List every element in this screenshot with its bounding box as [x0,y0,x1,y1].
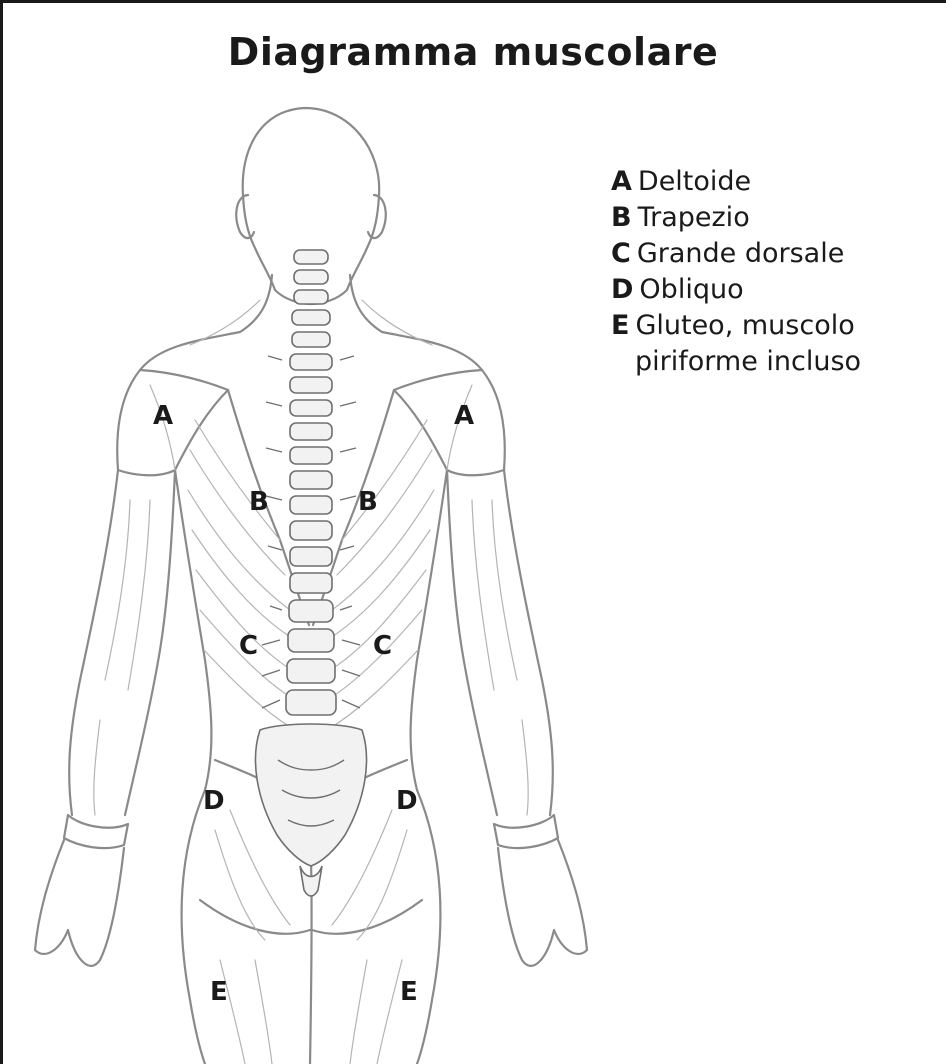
vertebra [290,521,332,540]
legend-label-continuation: piriforme incluso [611,344,941,380]
vertebra [290,354,332,370]
vertebra [290,573,332,593]
sacrum [255,724,366,866]
legend-item-trapezio: BTrapezio [611,200,941,236]
vertebra [290,547,332,566]
vertebra [290,423,332,440]
vertebra [286,690,336,715]
legend-item-gluteo: EGluteo, muscolo piriforme incluso [611,308,941,380]
legend-key: E [611,310,629,341]
marker-d-right: D [396,786,418,816]
shoulder-right [382,332,505,470]
left-arm-outer [69,470,118,815]
legend: ADeltoide BTrapezio CGrande dorsale DObl… [611,164,941,380]
vertebra [288,629,334,652]
vertebra [292,332,330,347]
right-arm-outer [504,470,553,815]
marker-a-left: A [153,401,173,431]
marker-b-left: B [249,487,269,517]
legend-label: Trapezio [638,202,750,233]
vertebra [290,471,332,489]
legend-label: Gluteo, muscolo [635,310,854,341]
vertebra [289,600,333,622]
legend-item-deltoide: ADeltoide [611,164,941,200]
marker-c-left: C [239,631,258,661]
vertebra [294,270,328,284]
legend-label: Obliquo [639,274,743,305]
left-wrist-band [64,815,128,848]
legend-item-grande-dorsale: CGrande dorsale [611,236,941,272]
vertebra [290,447,332,464]
right-arm-inner [447,470,497,815]
legend-label: Deltoide [638,166,751,197]
legend-key: C [611,238,631,269]
legend-key: D [611,274,633,305]
marker-a-right: A [454,401,474,431]
vertebra [290,377,332,393]
marker-e-left: E [210,977,228,1007]
right-hand [498,840,587,966]
left-arm-inner [125,470,175,815]
shoulder-left [117,332,240,470]
vertebra [294,250,328,264]
legend-key: B [611,202,632,233]
hip-left [182,790,205,1064]
right-wrist-band [494,815,558,848]
hip-right [417,790,440,1064]
vertebra [290,400,332,416]
legend-key: A [611,166,632,197]
marker-d-left: D [203,786,225,816]
marker-b-right: B [358,487,378,517]
vertebra [287,659,335,683]
legend-label: Grande dorsale [637,238,845,269]
vertebra [294,290,328,304]
marker-e-right: E [400,977,418,1007]
left-hand [35,840,124,966]
legend-item-obliquo: DObliquo [611,272,941,308]
marker-c-right: C [373,631,392,661]
vertebra [292,310,330,325]
vertebra [290,496,332,514]
